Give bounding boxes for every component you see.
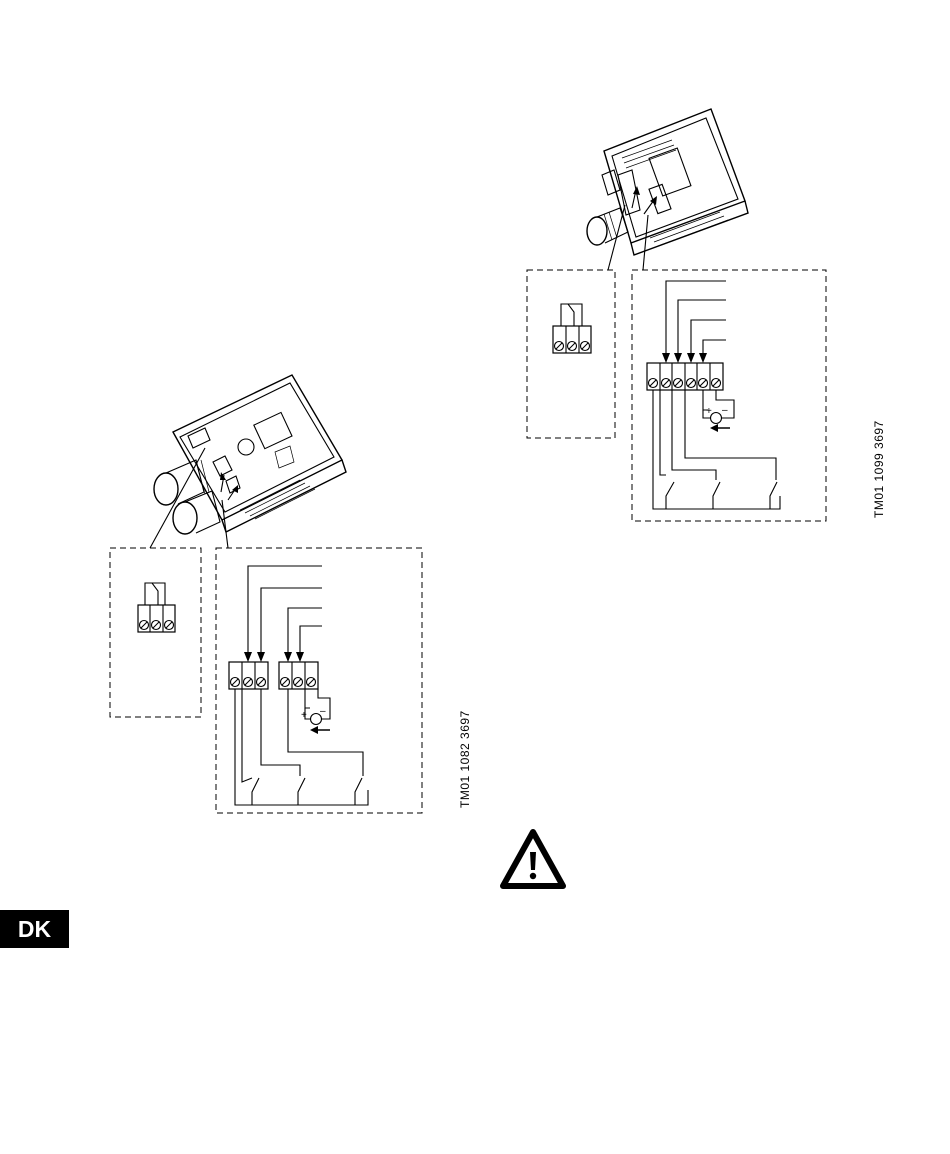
right-device-illustration	[587, 109, 748, 270]
svg-text:–: –	[722, 405, 728, 416]
left-device-illustration	[150, 375, 346, 548]
language-tab: DK	[0, 910, 69, 948]
left-small-terminal-block	[138, 583, 175, 632]
svg-text:+: +	[301, 710, 307, 721]
svg-text:+: +	[706, 406, 712, 417]
right-dashed-boxes	[527, 270, 826, 521]
warning-triangle-icon	[503, 832, 563, 886]
figure-code-left: TM01 1082 3697	[458, 710, 472, 808]
right-terminal-block	[647, 363, 723, 390]
figure-code-right: TM01 1099 3697	[872, 420, 886, 518]
svg-text:–: –	[320, 706, 326, 717]
left-terminal-blocks	[229, 662, 318, 689]
right-signal-wires: + –	[653, 281, 780, 509]
language-tab-label: DK	[18, 916, 51, 943]
right-small-terminal-block	[553, 304, 591, 353]
